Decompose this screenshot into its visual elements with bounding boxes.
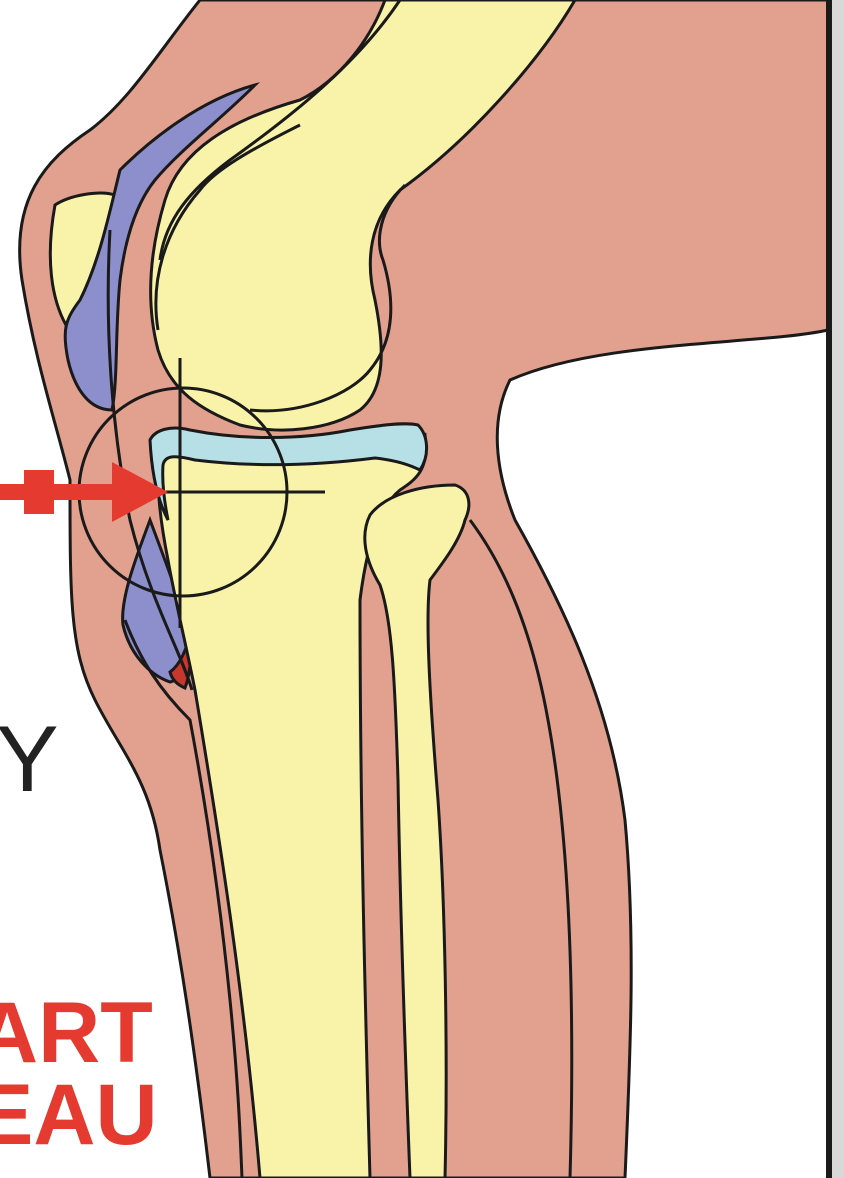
left-text-fragment-y: Y xyxy=(0,712,59,806)
arrow-tail xyxy=(24,470,54,514)
arrow-shaft xyxy=(0,484,120,500)
right-edge-margin xyxy=(832,0,844,1178)
left-text-fragment-eau: EAU xyxy=(0,1072,158,1158)
left-text-fragment-art: ART xyxy=(0,990,153,1076)
